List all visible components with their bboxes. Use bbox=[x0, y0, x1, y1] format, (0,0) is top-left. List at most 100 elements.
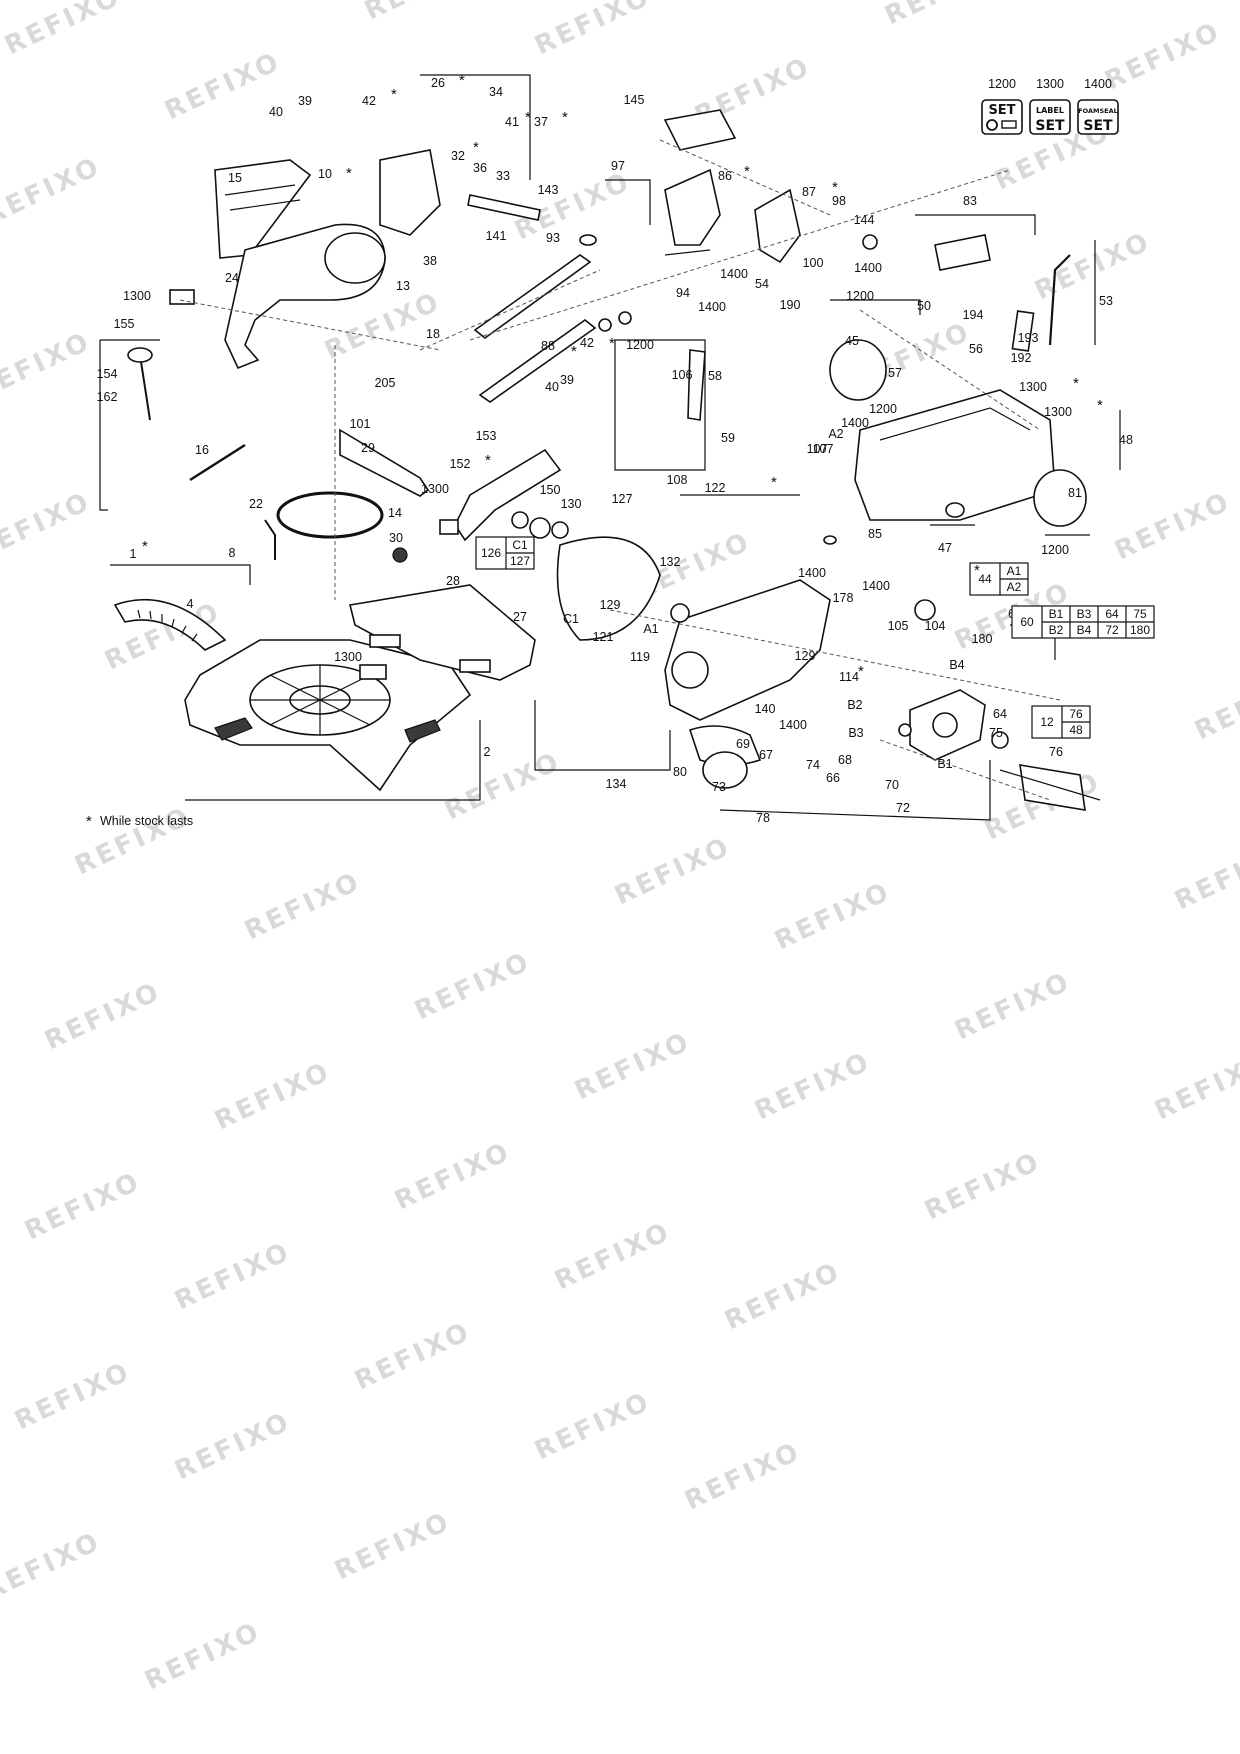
part-number-label: 1300 bbox=[334, 650, 362, 664]
part-number-label: 40 bbox=[545, 380, 559, 394]
asterisk-marker: * bbox=[832, 179, 838, 196]
set-number: 1200 bbox=[988, 77, 1016, 91]
part-number-label: 154 bbox=[97, 367, 118, 381]
part-number-label: 83 bbox=[963, 194, 977, 208]
part-number-label: 64 bbox=[993, 707, 1007, 721]
part-number-label: 119 bbox=[630, 650, 650, 664]
asterisk-marker: * bbox=[771, 474, 777, 491]
part-number-label: 101 bbox=[350, 417, 371, 431]
part-number-label: 8 bbox=[229, 546, 236, 560]
asterisk-marker: * bbox=[609, 335, 615, 352]
set-number: 1400 bbox=[1084, 77, 1112, 91]
part-number-label: 193 bbox=[1018, 331, 1039, 345]
part-number-label: 98 bbox=[832, 194, 846, 208]
part-number-label: 130 bbox=[561, 497, 582, 511]
watermark-text: REFIXO bbox=[0, 0, 125, 61]
part-number-label: 132 bbox=[660, 555, 681, 569]
part-number-label: 85 bbox=[868, 527, 882, 541]
table-ref: 44 bbox=[978, 572, 992, 586]
watermark-text: REFIXO bbox=[750, 1047, 875, 1127]
part-number-label: 29 bbox=[361, 441, 375, 455]
part-number-label: 86 bbox=[718, 169, 732, 183]
watermark-text: REFIXO bbox=[20, 1167, 145, 1247]
part-number-label: 57 bbox=[888, 366, 902, 380]
part-number-label: 47 bbox=[938, 541, 952, 555]
asterisk-marker: * bbox=[459, 72, 465, 89]
part-number-label: 190 bbox=[780, 298, 801, 312]
asterisk-marker: * bbox=[391, 86, 397, 103]
part-number-label: B4 bbox=[949, 658, 964, 672]
table-cell: 180 bbox=[1130, 623, 1150, 637]
part-labels: 1248101314151618222426272829303233343637… bbox=[97, 76, 1133, 825]
part-number-label: 24 bbox=[225, 271, 239, 285]
part-number-label: 106 bbox=[672, 368, 693, 382]
watermark-text: REFIXO bbox=[1170, 837, 1240, 917]
table-cell: 72 bbox=[1105, 623, 1119, 637]
part-number-label: 1300 bbox=[421, 482, 449, 496]
asterisk-marker: * bbox=[1073, 375, 1079, 392]
part-number-label: 15 bbox=[228, 171, 242, 185]
part-number-label: 39 bbox=[298, 94, 312, 108]
part-number-label: 1200 bbox=[846, 289, 874, 303]
watermark-text: REFIXO bbox=[140, 1617, 265, 1697]
part-number-label: 205 bbox=[375, 376, 396, 390]
part-number-label: 152 bbox=[450, 457, 471, 471]
part-number-label: 97 bbox=[611, 159, 625, 173]
part-number-label: 76 bbox=[1049, 745, 1063, 759]
part-number-label: 129 bbox=[600, 598, 621, 612]
part-number-label: 1400 bbox=[779, 718, 807, 732]
table-cell: 48 bbox=[1069, 723, 1083, 737]
watermark-text: REFIXO bbox=[680, 1437, 805, 1517]
part-number-label: 22 bbox=[249, 497, 263, 511]
watermark-text: REFIXO bbox=[1110, 487, 1235, 567]
part-number-label: 105 bbox=[888, 619, 909, 633]
part-number-label: 4 bbox=[187, 597, 194, 611]
part-number-label: 121 bbox=[593, 630, 614, 644]
part-number-label: 1300 bbox=[1044, 405, 1072, 419]
part-number-label: A1 bbox=[643, 622, 658, 636]
asterisk-marker: * bbox=[974, 562, 980, 579]
watermark-text: REFIXO bbox=[1100, 17, 1225, 97]
watermark-text: REFIXO bbox=[570, 1027, 695, 1107]
part-number-label: 72 bbox=[896, 801, 910, 815]
part-number-label: B1 bbox=[937, 757, 952, 771]
part-number-label: 80 bbox=[673, 765, 687, 779]
part-number-label: 100 bbox=[803, 256, 824, 270]
watermark-text: REFIXO bbox=[880, 0, 1005, 31]
table-cell: 76 bbox=[1069, 707, 1083, 721]
part-number-label: 26 bbox=[431, 76, 445, 90]
footnote-marker: * bbox=[86, 813, 92, 830]
watermark-text: REFIXO bbox=[510, 167, 635, 247]
part-number-label: 107 bbox=[813, 442, 834, 456]
footnote: * While stock lasts bbox=[86, 813, 193, 830]
watermark-layer: REFIXO REFIXO REFIXO REFIXO REFIXO REFIXO REFI… bbox=[0, 0, 1240, 1696]
part-number-label: 178 bbox=[833, 591, 854, 605]
part-number-label: 41 bbox=[505, 115, 519, 129]
table-cell: B2 bbox=[1049, 623, 1064, 637]
part-number-label: 153 bbox=[476, 429, 497, 443]
set-bottom-text: SET bbox=[1083, 118, 1113, 134]
part-number-label: 42 bbox=[580, 336, 594, 350]
watermark-text: REFIXO bbox=[1150, 1047, 1240, 1127]
watermark-text: REFIXO bbox=[550, 1217, 675, 1297]
asterisk-marker: * bbox=[562, 109, 568, 126]
asterisk-marker: * bbox=[346, 165, 352, 182]
watermark-text: REFIXO bbox=[330, 1507, 455, 1587]
set-number: 1300 bbox=[1036, 77, 1064, 91]
part-number-label: 1300 bbox=[123, 289, 151, 303]
asterisk-marker: * bbox=[858, 663, 864, 680]
part-number-label: 1200 bbox=[626, 338, 654, 352]
part-number-label: 88 bbox=[541, 339, 555, 353]
while-stock-lasts-markers: **************** bbox=[142, 72, 1103, 680]
asterisk-marker: * bbox=[571, 343, 577, 360]
part-number-label: B2 bbox=[847, 698, 862, 712]
set-top-text: SET bbox=[988, 103, 1015, 118]
washer-icon bbox=[986, 119, 998, 131]
watermark-text: REFIXO bbox=[0, 327, 96, 407]
